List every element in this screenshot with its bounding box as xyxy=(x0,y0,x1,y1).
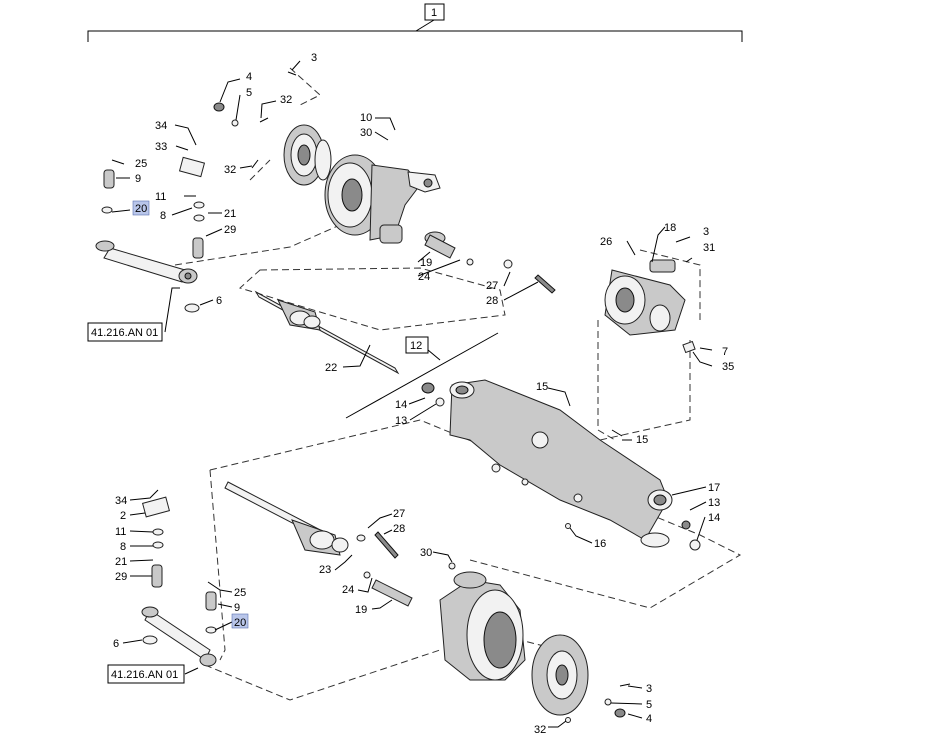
callout-label: 16 xyxy=(594,538,606,550)
callout-label: 18 xyxy=(664,222,676,234)
callout-label: 17 xyxy=(708,482,720,494)
callout-label: 10 xyxy=(360,112,372,124)
reference-label: 41.216.AN 01 xyxy=(111,669,178,681)
callout-label: 19 xyxy=(420,257,432,269)
callout-label: 32 xyxy=(280,94,292,106)
callout-label: 21 xyxy=(115,556,127,568)
callout-label: 14 xyxy=(708,512,720,524)
callout-label: 7 xyxy=(722,346,728,358)
lower-wheel-hub xyxy=(439,562,631,723)
callout-label: 26 xyxy=(600,236,612,248)
callout-label: 24 xyxy=(342,584,354,596)
callout-label: 2 xyxy=(120,510,126,522)
callout-label: 15 xyxy=(636,434,648,446)
subassembly-label: 12 xyxy=(345,332,499,419)
callout-label: 20 xyxy=(234,617,246,629)
callout-label: 11 xyxy=(115,526,126,538)
callout-labels: 3 4 5 32 32 10 30 34 33 25 9 20 11 8 21 … xyxy=(113,52,734,736)
callout-label: 11 xyxy=(155,191,166,203)
callout-label: 20 xyxy=(135,203,147,215)
callout-label: 5 xyxy=(246,87,252,99)
callout-label: 25 xyxy=(234,587,246,599)
callout-label: 6 xyxy=(113,638,119,650)
callout-label: 32 xyxy=(534,724,546,736)
callout-label: 35 xyxy=(722,361,734,373)
upper-small-parts xyxy=(213,71,556,294)
callout-label: 27 xyxy=(393,508,405,520)
callout-label: 4 xyxy=(646,713,652,725)
callout-label: 23 xyxy=(319,564,331,576)
reference-box-lower: 41.216.AN 01 xyxy=(107,664,185,684)
assembly-number-label: 1 xyxy=(431,7,437,19)
callout-label: 29 xyxy=(115,571,127,583)
callout-label: 34 xyxy=(115,495,127,507)
callout-label: 27 xyxy=(486,280,498,292)
callout-label: 25 xyxy=(135,158,147,170)
callout-label: 34 xyxy=(155,120,167,132)
callout-label: 24 xyxy=(418,271,430,283)
callout-label: 19 xyxy=(355,604,367,616)
callout-label: 21 xyxy=(224,208,236,220)
callout-label: 31 xyxy=(703,242,715,254)
differential-unit xyxy=(604,236,696,354)
callout-label: 22 xyxy=(325,362,337,374)
callout-label: 13 xyxy=(395,415,407,427)
callout-label: 28 xyxy=(393,523,405,535)
upper-drive-shaft xyxy=(254,290,400,375)
lower-steering-cylinder xyxy=(141,496,217,667)
callout-label: 29 xyxy=(224,224,236,236)
reference-label: 41.216.AN 01 xyxy=(91,327,158,339)
subassembly-number-label: 12 xyxy=(410,340,422,352)
callout-label: 6 xyxy=(216,295,222,307)
callout-label: 33 xyxy=(155,141,167,153)
callout-label: 4 xyxy=(246,71,252,83)
callout-label: 8 xyxy=(120,541,126,553)
lower-drive-shaft xyxy=(224,481,413,607)
highlight-box xyxy=(132,200,150,216)
assembly-bracket: 1 xyxy=(87,3,743,42)
callout-leaders xyxy=(111,60,713,728)
upper-steering-cylinder xyxy=(95,156,206,313)
callout-label: 14 xyxy=(395,399,407,411)
callout-label: 30 xyxy=(360,127,372,139)
callout-label: 3 xyxy=(646,683,652,695)
reference-box-upper: 41.216.AN 01 xyxy=(87,322,163,342)
callout-label: 5 xyxy=(646,699,652,711)
callout-label: 9 xyxy=(135,173,141,185)
callout-label: 9 xyxy=(234,602,240,614)
callout-label: 13 xyxy=(708,497,720,509)
axle-housing xyxy=(421,379,701,551)
callout-label: 3 xyxy=(703,226,709,238)
callout-label: 30 xyxy=(420,547,432,559)
highlight-box xyxy=(231,613,249,629)
callout-label: 8 xyxy=(160,210,166,222)
callout-label: 3 xyxy=(311,52,317,64)
upper-wheel-hub xyxy=(283,124,441,244)
callout-label: 28 xyxy=(486,295,498,307)
callout-label: 15 xyxy=(536,381,548,393)
callout-label: 32 xyxy=(224,164,236,176)
